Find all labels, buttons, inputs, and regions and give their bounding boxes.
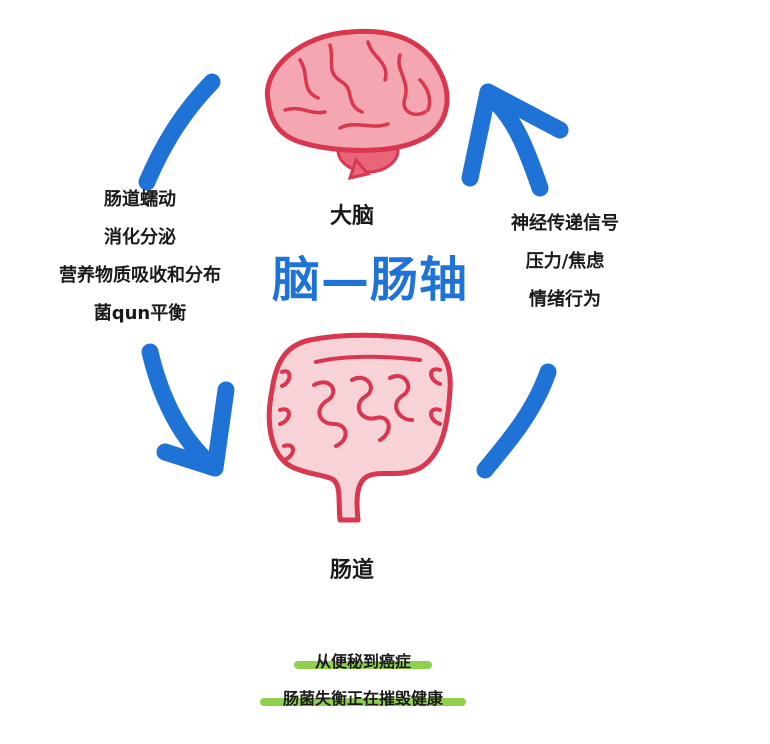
list-item: 菌qun平衡 [93, 303, 187, 324]
intestine-icon [266, 332, 453, 523]
list-item: 肠道蠕动 [104, 189, 176, 210]
gut-function-list: 肠道蠕动 消化分泌 营养物质吸收和分布 菌qun平衡 [40, 181, 240, 333]
brain-signal-list: 神经传递信号 压力/焦虑 情绪行为 [490, 205, 640, 319]
brain-icon [264, 28, 450, 181]
caption-line-1: 从便秘到癌症 [314, 652, 411, 671]
list-item: 神经传递信号 [511, 213, 619, 234]
left-down-arrowhead [156, 381, 235, 477]
brain-label: 大脑 [330, 204, 375, 229]
top-left-arc [138, 73, 221, 191]
diagram-title: 脑—肠轴 [271, 252, 468, 308]
right-up-arrowhead [461, 83, 569, 187]
caption-line-2: 肠菌失衡正在摧毁健康 [282, 689, 443, 708]
list-item: 压力/焦虑 [525, 251, 605, 272]
list-item: 消化分泌 [104, 227, 176, 248]
list-item: 情绪行为 [529, 289, 601, 310]
caption-highlight [294, 661, 432, 669]
right-up-arc [476, 363, 557, 479]
list-item: 营养物质吸收和分布 [59, 265, 221, 286]
caption-highlight [260, 698, 466, 706]
gut-label: 肠道 [330, 558, 375, 583]
